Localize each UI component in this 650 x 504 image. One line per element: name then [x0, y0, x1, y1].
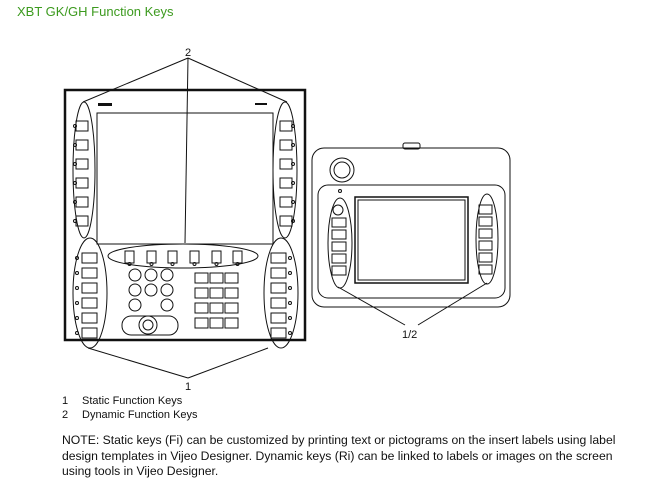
page-title: XBT GK/GH Function Keys — [17, 4, 174, 19]
dynamic-key[interactable] — [75, 177, 89, 189]
keypad-key[interactable] — [209, 287, 224, 299]
function-key[interactable] — [478, 240, 493, 251]
dynamic-key[interactable] — [167, 250, 178, 264]
static-key[interactable] — [81, 297, 98, 309]
legend-item-dynamic: 2 Dynamic Function Keys — [62, 409, 198, 421]
dynamic-key[interactable] — [279, 139, 293, 151]
dynamic-key[interactable] — [75, 158, 89, 170]
static-key[interactable] — [81, 327, 98, 339]
dynamic-key[interactable] — [279, 215, 293, 227]
dynamic-key[interactable] — [211, 250, 222, 264]
keypad-key[interactable] — [194, 302, 209, 314]
round-key[interactable] — [128, 298, 142, 312]
dynamic-key[interactable] — [75, 196, 89, 208]
function-key[interactable] — [478, 228, 493, 239]
keypad-key[interactable] — [194, 287, 209, 299]
static-keys-right-group — [263, 237, 299, 349]
dynamic-key[interactable] — [146, 250, 157, 264]
logo-right — [255, 103, 267, 105]
note-prefix: NOTE: — [62, 433, 100, 447]
round-key[interactable] — [144, 283, 158, 297]
function-key[interactable] — [331, 253, 347, 264]
keypad-key[interactable] — [224, 302, 239, 314]
note-text: Static keys (Fi) can be customized by pr… — [62, 433, 616, 478]
xbt-gk-device: 2 1 — [63, 47, 307, 393]
round-key[interactable] — [160, 298, 174, 312]
keypad-key[interactable] — [224, 272, 239, 284]
round-key[interactable] — [144, 268, 158, 282]
round-key[interactable] — [128, 283, 142, 297]
legend-num: 1 — [62, 395, 69, 407]
function-key[interactable] — [331, 217, 347, 228]
dynamic-keys-right-group — [272, 101, 298, 239]
keys-right-group — [475, 193, 499, 285]
keypad-key[interactable] — [209, 317, 224, 329]
dynamic-key[interactable] — [279, 177, 293, 189]
function-key[interactable] — [478, 204, 493, 215]
static-key[interactable] — [81, 282, 98, 294]
callout-static: 1 — [185, 381, 191, 393]
static-key[interactable] — [270, 267, 287, 279]
dynamic-key[interactable] — [189, 250, 200, 264]
static-key[interactable] — [81, 267, 98, 279]
round-key[interactable] — [128, 268, 142, 282]
dynamic-key[interactable] — [124, 250, 135, 264]
dynamic-key[interactable] — [279, 120, 293, 132]
static-key[interactable] — [270, 327, 287, 339]
static-key[interactable] — [270, 252, 287, 264]
xbt-gh-device: 1/2 — [311, 142, 511, 341]
note-paragraph: NOTE: Static keys (Fi) can be customized… — [62, 433, 622, 480]
function-key[interactable] — [331, 265, 347, 276]
keypad-key[interactable] — [209, 272, 224, 284]
function-key[interactable] — [331, 229, 347, 240]
dynamic-key[interactable] — [232, 250, 243, 264]
function-key[interactable] — [478, 216, 493, 227]
static-key[interactable] — [270, 312, 287, 324]
logo-left — [98, 103, 112, 106]
dynamic-keys-bottom-group — [107, 243, 259, 269]
legend-label: Static Function Keys — [82, 395, 183, 407]
legend-label: Dynamic Function Keys — [82, 409, 198, 421]
dynamic-key[interactable] — [75, 139, 89, 151]
round-key[interactable] — [160, 283, 174, 297]
static-key[interactable] — [81, 312, 98, 324]
function-key[interactable] — [478, 264, 493, 275]
keypad-key[interactable] — [224, 287, 239, 299]
callout-both: 1/2 — [402, 329, 417, 341]
keypad-key[interactable] — [224, 317, 239, 329]
keypad-key[interactable] — [209, 302, 224, 314]
callout-dynamic: 2 — [185, 47, 191, 59]
static-key[interactable] — [270, 282, 287, 294]
static-key[interactable] — [270, 297, 287, 309]
static-keys-left-group — [72, 237, 108, 349]
function-key[interactable] — [331, 241, 347, 252]
keypad-key[interactable] — [194, 317, 209, 329]
dynamic-key[interactable] — [279, 196, 293, 208]
dynamic-key[interactable] — [279, 158, 293, 170]
legend-item-static: 1 Static Function Keys — [62, 395, 182, 407]
legend-num: 2 — [62, 409, 69, 421]
dynamic-key[interactable] — [75, 120, 89, 132]
keypad-key[interactable] — [194, 272, 209, 284]
function-key[interactable] — [478, 252, 493, 263]
function-keys-diagram: 2 1 1/2 — [63, 47, 511, 393]
round-key[interactable] — [160, 268, 174, 282]
static-key[interactable] — [81, 252, 98, 264]
